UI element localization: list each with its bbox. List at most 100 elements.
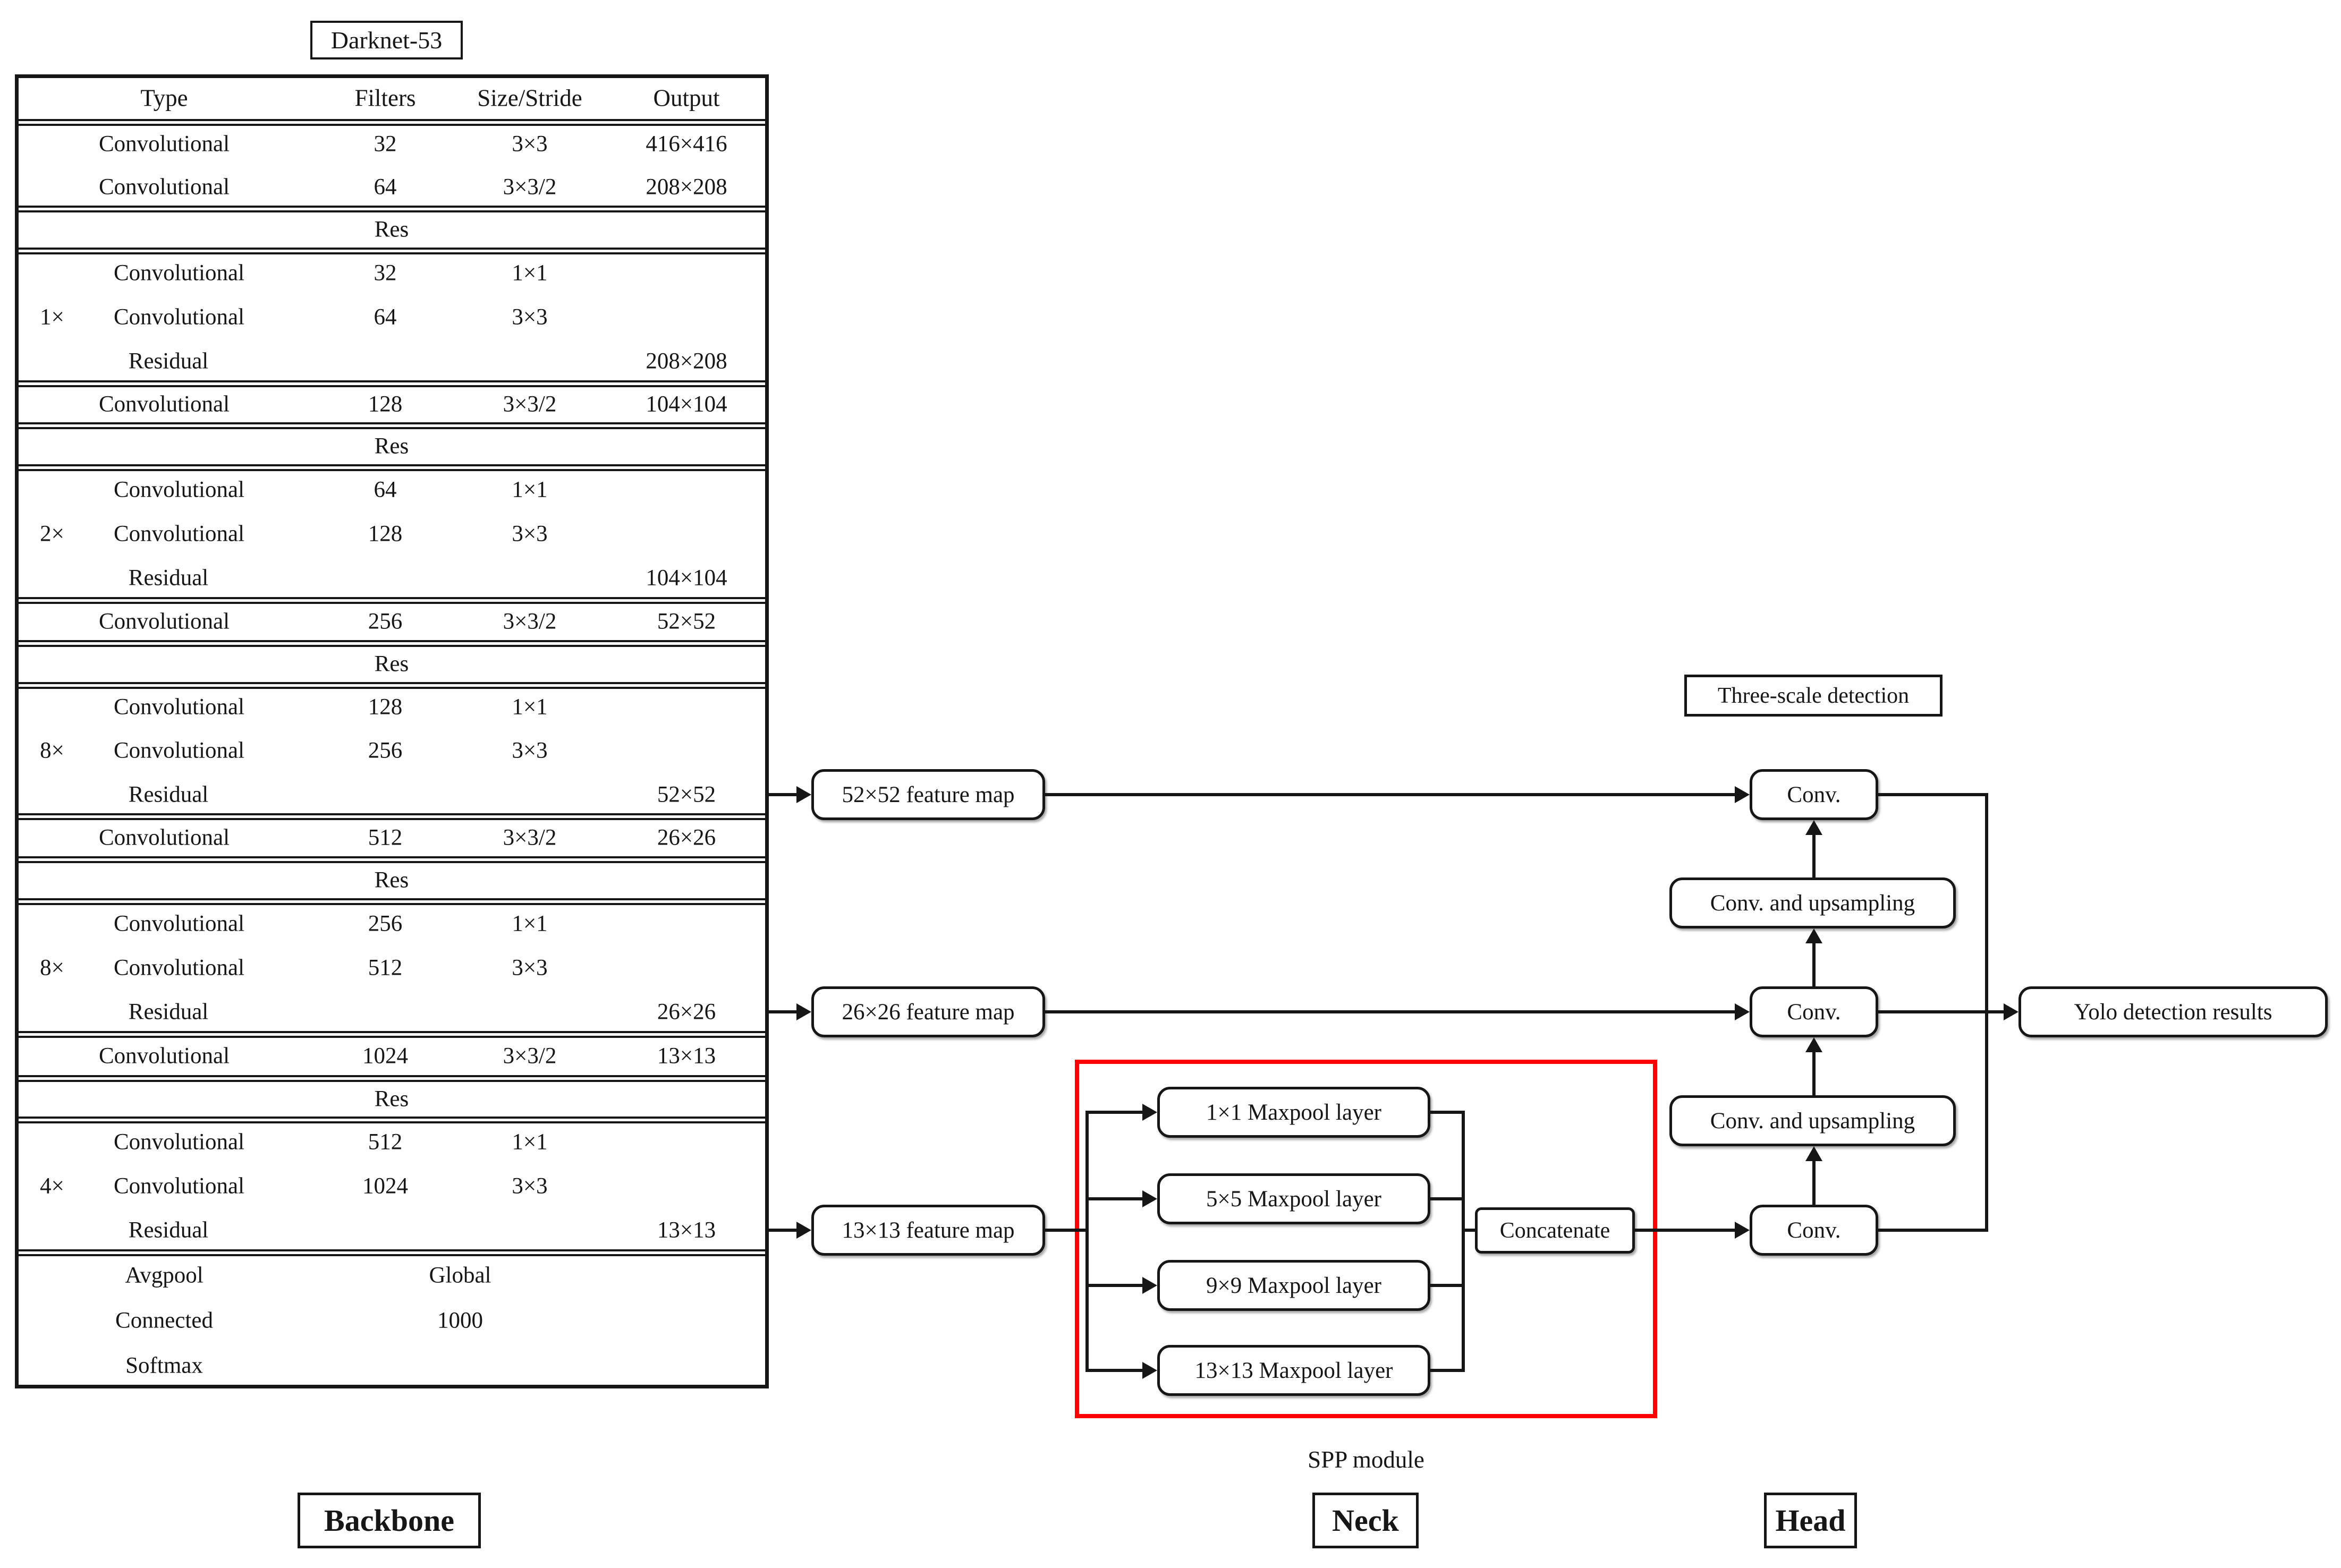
flow-line [769,1010,799,1013]
table-res-row: Res [374,867,409,893]
yolo-results-box: Yolo detection results [2018,986,2328,1037]
arrowhead-right [1735,786,1750,803]
conv-box-bottom: Conv. [1750,1205,1878,1256]
table-separator-line [19,898,765,905]
table-header-cell: Type [140,84,188,112]
flow-line [1430,1369,1465,1372]
maxpool-box: 9×9 Maxpool layer [1157,1260,1430,1311]
arrowhead-up [1805,1146,1822,1161]
table-cell: 128 [368,521,403,547]
table-res-row: Res [374,217,409,242]
table-cell: Convolutional [113,1173,245,1199]
conv-upsampling-box-top: Conv. and upsampling [1669,877,1956,928]
table-cell: Residual [128,1217,209,1243]
spp-module-caption: SPP module [1308,1446,1424,1473]
arrowhead-right [1142,1277,1157,1294]
table-separator-line [19,640,765,647]
flow-line [1087,1197,1144,1200]
conv-box-top: Conv. [1750,769,1878,820]
table-cell: 64 [374,477,397,502]
table-cell: Convolutional [98,174,230,200]
maxpool-box: 13×13 Maxpool layer [1157,1345,1430,1396]
table-cell: 26×26 [657,999,716,1025]
flow-line [1878,1010,2006,1013]
flow-line [1430,1111,1465,1114]
table-cell: 13×13 [657,1043,716,1069]
arrowhead-up [1805,928,1822,943]
table-header-cell: Output [653,84,720,112]
table-cell: Convolutional [113,694,245,720]
table-cell: Global [429,1263,491,1288]
table-cell: Convolutional [113,1129,245,1155]
multiplier-label: 2× [40,521,64,547]
flow-line [1635,1229,1737,1232]
flow-line [1430,1197,1465,1200]
table-cell: Convolutional [113,911,245,936]
table-cell: Residual [128,348,209,374]
table-cell: 52×52 [657,782,716,807]
arrowhead-up [1805,1037,1822,1052]
table-cell: 13×13 [657,1217,716,1243]
flow-line [1985,793,1988,1232]
table-cell: Connected [115,1308,213,1333]
flow-line [1812,1159,1816,1206]
table-cell: 1000 [437,1308,483,1333]
table-separator-line [19,856,765,863]
table-res-row: Res [374,433,409,459]
table-cell: 512 [368,825,403,850]
table-cell: 1×1 [512,911,548,936]
table-cell: 1×1 [512,260,548,286]
flow-line [1045,1010,1737,1013]
table-cell: 3×3 [512,1173,548,1199]
table-cell: Avgpool [125,1263,203,1288]
feature-map-box: 13×13 feature map [811,1205,1045,1256]
table-cell: 208×208 [646,174,727,200]
table-cell: 512 [368,1129,403,1155]
table-cell: Convolutional [113,477,245,502]
table-separator-line [19,1075,765,1082]
table-separator-line [19,119,765,126]
flow-line [1430,1284,1465,1287]
multiplier-label: 1× [40,304,64,330]
table-cell: 104×104 [646,391,727,417]
flow-line [1045,1229,1089,1232]
backbone-label-box: Backbone [298,1493,481,1548]
table-cell: Convolutional [113,260,245,286]
table-separator-line [19,682,765,689]
multiplier-label: 8× [40,955,64,981]
table-cell: Convolutional [113,521,245,547]
arrowhead-right [2004,1003,2018,1020]
flow-line [1085,1111,1089,1372]
table-separator-line [19,248,765,254]
table-cell: 128 [368,694,403,720]
table-header-cell: Size/Stride [477,84,582,112]
table-cell: Residual [128,782,209,807]
table-cell: 3×3/2 [503,609,557,634]
table-cell: 1×1 [512,1129,548,1155]
table-cell: Convolutional [98,131,230,157]
arrowhead-right [1735,1222,1750,1239]
arrowhead-up [1805,820,1822,835]
darknet-title-box: Darknet-53 [310,21,463,59]
arrowhead-right [1142,1362,1157,1379]
flow-line [1878,1229,1988,1232]
table-cell: 64 [374,304,397,330]
conv-upsampling-box-bottom: Conv. and upsampling [1669,1095,1956,1146]
table-cell: 32 [374,131,397,157]
table-cell: 1024 [362,1043,408,1069]
table-cell: 416×416 [646,131,727,157]
table-cell: Convolutional [98,825,230,850]
table-cell: 1024 [362,1173,408,1199]
table-cell: 3×3/2 [503,825,557,850]
table-cell: 32 [374,260,397,286]
table-header-cell: Filters [354,84,416,112]
table-separator-line [19,1031,765,1038]
concatenate-box: Concatenate [1475,1207,1635,1254]
table-separator-line [19,206,765,212]
table-cell: 3×3 [512,521,548,547]
table-cell: Residual [128,999,209,1025]
multiplier-label: 4× [40,1173,64,1199]
multiplier-label: 8× [40,738,64,763]
flow-line [1087,1369,1144,1372]
table-cell: 256 [368,738,403,763]
